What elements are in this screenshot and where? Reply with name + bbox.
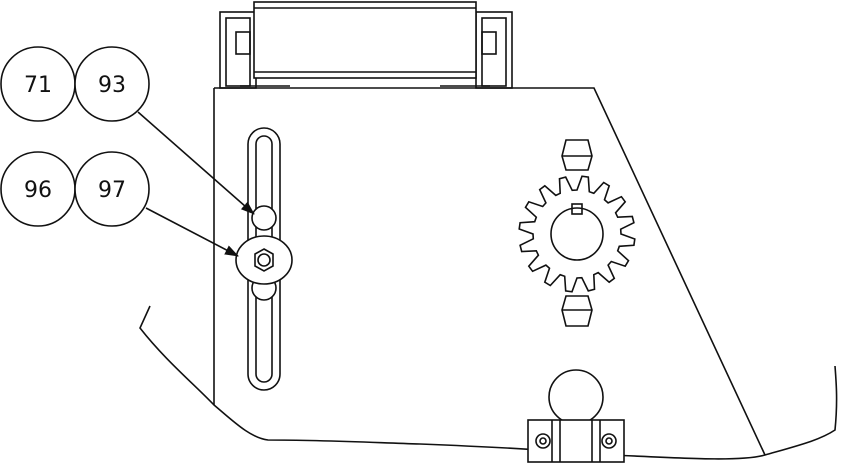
balloon-97: 97: [74, 151, 150, 227]
balloon-71-label: 71: [24, 73, 52, 98]
mounting-plate: [213, 87, 766, 456]
bearing-block: [527, 419, 625, 463]
clamp-bolt: [235, 205, 293, 301]
roller: [219, 1, 513, 89]
pivot-ball: [548, 369, 604, 425]
balloon-96-label: 96: [24, 178, 52, 203]
balloon-93-label: 93: [98, 73, 126, 98]
hex-nut-bottom: [561, 295, 593, 327]
balloon-97-label: 97: [98, 178, 126, 203]
leader-93: [137, 111, 255, 215]
sprocket: [518, 175, 636, 293]
leader-lines: [137, 111, 255, 257]
break-line: [139, 305, 838, 460]
hex-nut-top: [561, 139, 593, 171]
leader-97: [145, 207, 239, 257]
balloon-71: 71: [0, 46, 76, 122]
balloon-93: 93: [74, 46, 150, 122]
balloon-96: 96: [0, 151, 76, 227]
